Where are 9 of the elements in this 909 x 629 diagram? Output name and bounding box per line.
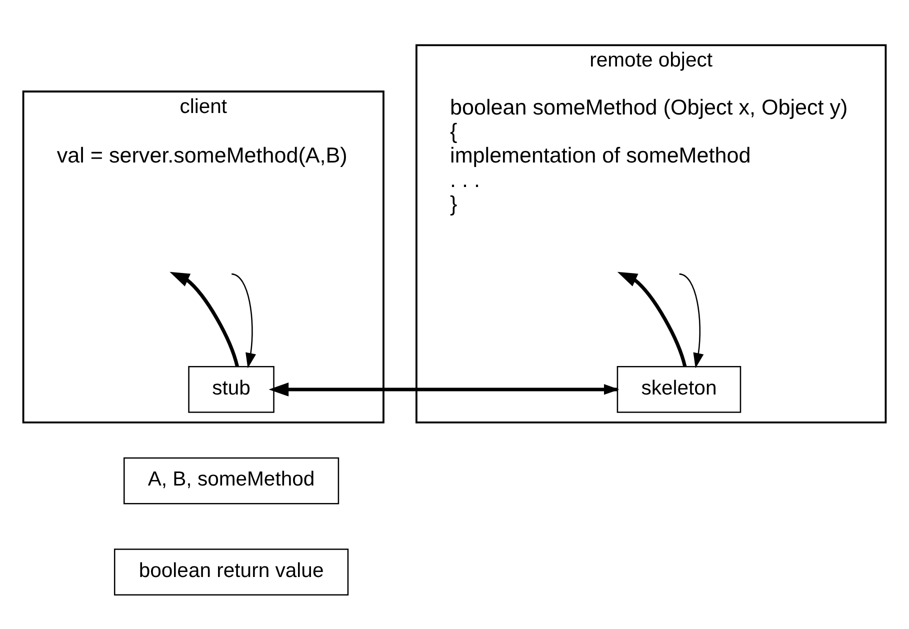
node-box: boolean return value xyxy=(114,548,349,596)
arrow xyxy=(170,271,239,366)
node-box: stub xyxy=(188,366,274,412)
arrow xyxy=(617,271,687,366)
arrow xyxy=(231,272,256,368)
arrow xyxy=(679,272,704,368)
arrow xyxy=(268,382,618,396)
node-box: skeleton xyxy=(616,366,742,412)
node-box: A, B, someMethod xyxy=(123,456,340,504)
